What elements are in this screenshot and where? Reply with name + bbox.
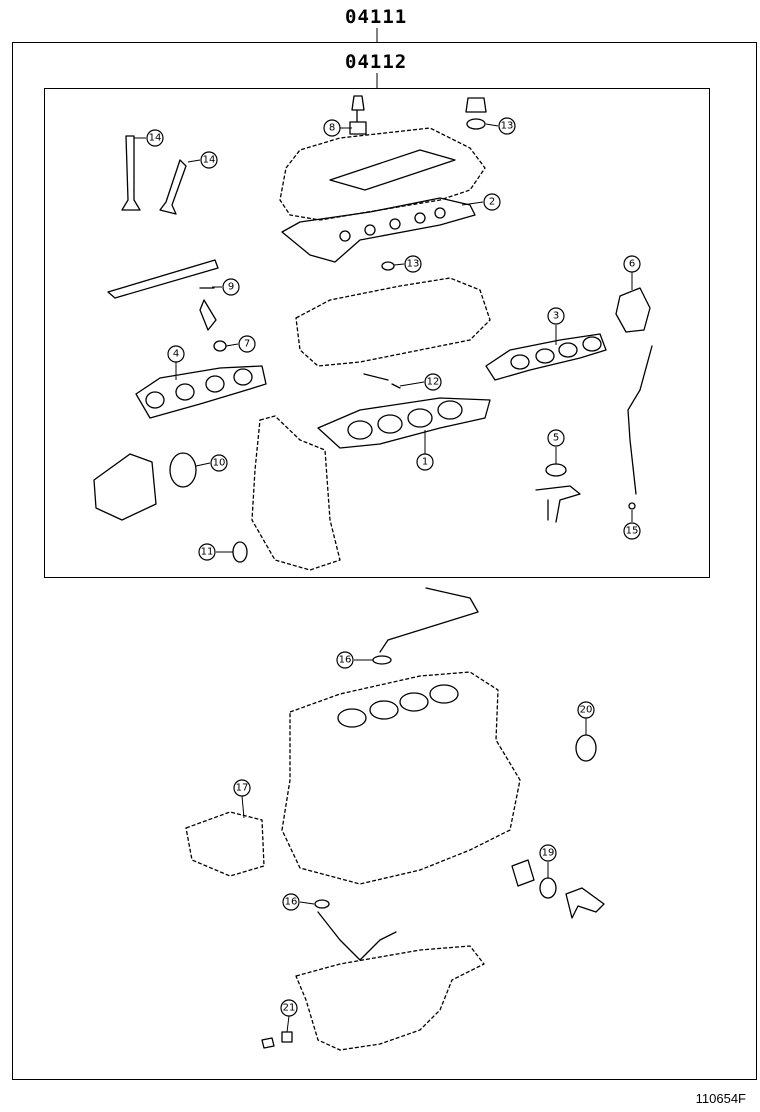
callout-8: 8 <box>323 119 341 137</box>
svg-text:3: 3 <box>553 311 559 322</box>
head-gasket-shape <box>317 397 491 449</box>
svg-text:9: 9 <box>228 282 234 293</box>
svg-text:6: 6 <box>629 259 635 270</box>
svg-text:5: 5 <box>553 433 559 444</box>
outer-kit-frame <box>12 42 757 1080</box>
svg-text:17: 17 <box>236 783 249 794</box>
o-ring-16a-shape <box>372 655 392 665</box>
callout-15: 15 <box>623 522 641 540</box>
svg-text:13: 13 <box>407 259 420 270</box>
callout-16b: 16 <box>282 893 300 911</box>
block-bores <box>337 684 459 728</box>
callout-13a: 13 <box>404 255 422 273</box>
plug-19-shape <box>511 859 535 887</box>
callout-17: 17 <box>233 779 251 797</box>
inlet-5-shape <box>535 485 581 523</box>
callout-1: 1 <box>416 453 434 471</box>
callout-16a: 16 <box>336 651 354 669</box>
dipstick-tube-shape <box>379 587 479 653</box>
part-9-shape <box>199 287 217 331</box>
o-ring-15-shape <box>628 502 636 510</box>
oil-seal-11-shape <box>232 541 248 563</box>
intake-gasket-ports <box>145 368 253 409</box>
callout-20: 20 <box>577 701 595 719</box>
strainer-shape <box>317 911 397 961</box>
guide-9-shape <box>107 259 219 299</box>
o-ring-10-shape <box>169 452 197 488</box>
svg-text:15: 15 <box>626 526 639 537</box>
gasket-21-shape <box>261 1037 275 1049</box>
svg-text:11: 11 <box>201 547 214 558</box>
gasket-6-shape <box>615 287 651 333</box>
svg-text:14: 14 <box>149 133 162 144</box>
svg-text:20: 20 <box>580 705 593 716</box>
callout-2: 2 <box>483 193 501 211</box>
gasket-16b-shape <box>314 899 330 909</box>
svg-text:4: 4 <box>173 349 179 360</box>
inner-kit-code: 04112 <box>345 51 408 73</box>
callout-3: 3 <box>547 307 565 325</box>
svg-text:21: 21 <box>283 1003 296 1014</box>
retainer-17-shape <box>185 811 265 877</box>
inner-kit-frame <box>44 88 710 578</box>
callout-11: 11 <box>198 543 216 561</box>
callout-9: 9 <box>222 278 240 296</box>
callout-14a: 14 <box>146 129 164 147</box>
illustration-reference-number: 110654F <box>695 1091 746 1106</box>
callout-19: 19 <box>539 844 557 862</box>
drain-plug-21-shape <box>281 1031 293 1043</box>
head-cover-rib <box>329 149 456 191</box>
ring-13-shape <box>381 261 395 271</box>
svg-text:10: 10 <box>213 458 226 469</box>
svg-text:16: 16 <box>285 897 298 908</box>
valve-a-shape <box>121 135 141 211</box>
valve-b-shape <box>159 159 187 215</box>
seal-7-shape <box>213 340 227 352</box>
callout-10: 10 <box>210 454 228 472</box>
outer-kit-code: 04111 <box>345 6 408 28</box>
head-gasket-bores <box>347 400 463 440</box>
callout-13b: 13 <box>498 117 516 135</box>
svg-text:19: 19 <box>542 848 555 859</box>
svg-text:12: 12 <box>427 377 440 388</box>
timing-cover-shape <box>251 415 341 571</box>
exhaust-gasket-shape <box>485 333 607 381</box>
bolt-12-shape <box>363 373 401 389</box>
callout-14b: 14 <box>200 151 218 169</box>
gasket-5-shape <box>545 463 567 477</box>
cylinder-block-shape <box>281 671 521 885</box>
ring-19-shape <box>466 118 486 130</box>
oil-filter-shape <box>93 453 157 521</box>
oil-seal-20-shape <box>575 734 597 762</box>
callout-21: 21 <box>280 999 298 1017</box>
svg-text:14: 14 <box>203 155 216 166</box>
spark-plug-seals <box>339 207 446 242</box>
svg-text:2: 2 <box>489 197 495 208</box>
svg-text:13: 13 <box>501 121 514 132</box>
intake-gasket-shape <box>135 365 267 419</box>
leader-lines <box>134 123 633 1033</box>
svg-text:8: 8 <box>329 123 335 134</box>
callout-5: 5 <box>547 429 565 447</box>
oil-filler-cap-shape <box>349 95 367 135</box>
oil-pan-shape <box>295 945 485 1051</box>
svg-text:1: 1 <box>422 457 428 468</box>
callout-7: 7 <box>238 335 256 353</box>
cover-gasket-shape <box>281 197 476 263</box>
callout-4: 4 <box>167 345 185 363</box>
callout-6: 6 <box>623 255 641 273</box>
cap-19-shape <box>465 97 487 113</box>
dipstick-15-shape <box>627 345 653 495</box>
callout-12: 12 <box>424 373 442 391</box>
cylinder-head-shape <box>295 277 491 367</box>
svg-text:16: 16 <box>339 655 352 666</box>
fitting-19-shape <box>565 887 605 919</box>
svg-text:7: 7 <box>244 339 250 350</box>
head-cover-shape <box>279 127 486 221</box>
seal-19-shape <box>539 877 557 899</box>
exhaust-gasket-ports <box>510 336 602 370</box>
